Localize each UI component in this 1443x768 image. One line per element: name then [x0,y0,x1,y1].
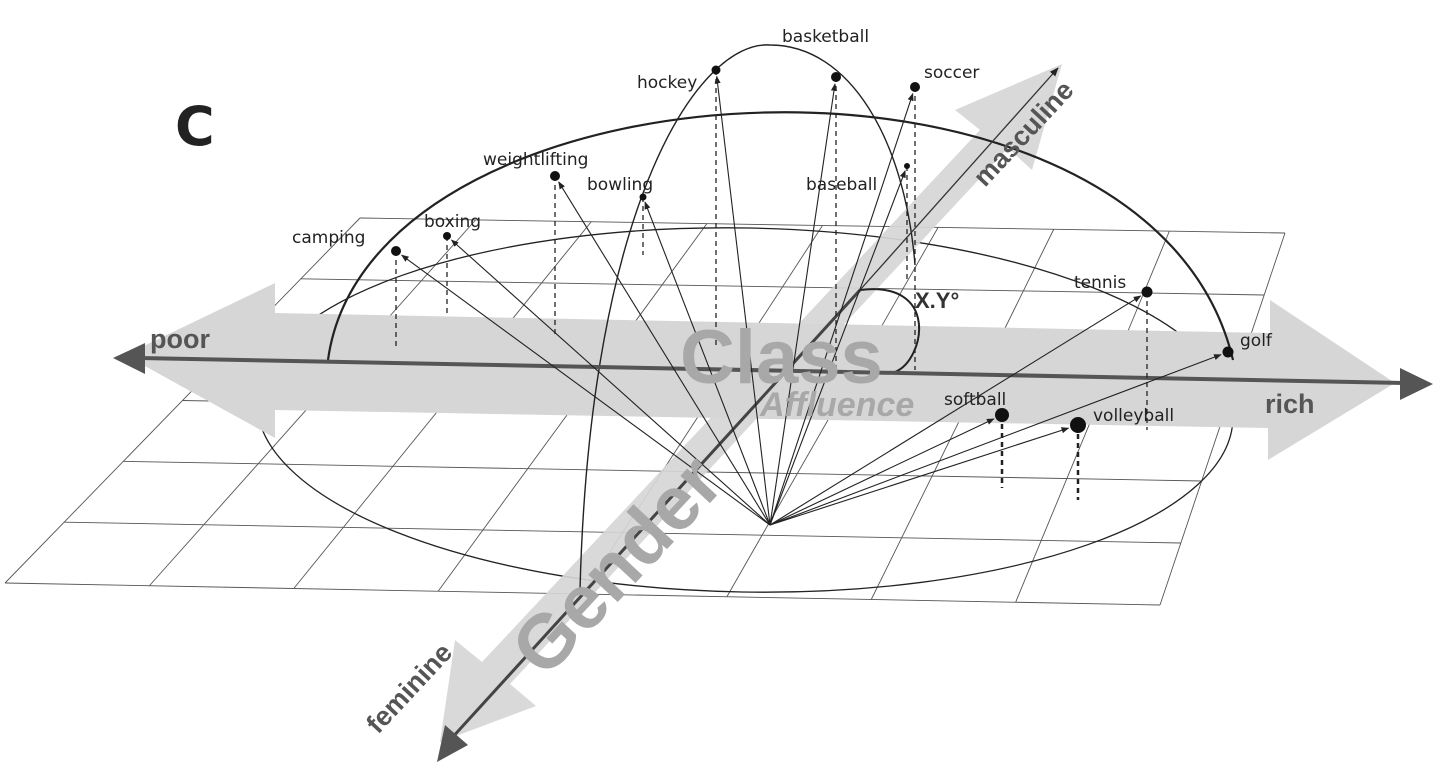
sport-basketball: basketball [769,27,869,526]
vector-arrow [714,75,771,526]
vector-arrow [769,169,906,526]
sport-label: camping [292,228,365,248]
affluence-subtitle: Affluence [759,386,914,424]
sport-label: baseball [806,175,877,195]
class-title: Class [680,315,883,400]
sport-volleyball: volleyball [769,406,1174,526]
vector-arrow [769,83,838,526]
vector-arrow [401,254,771,526]
sport-bowling: bowling [587,175,771,526]
feminine-arrowhead [437,725,468,762]
sport-point [443,232,451,240]
sport-label: boxing [424,212,481,232]
sport-label: tennis [1074,273,1126,293]
sport-label: soccer [924,63,979,83]
rich-arrowhead [1400,368,1433,400]
vector-arrow [769,295,1142,526]
angle-label: X.Y° [915,288,959,313]
panel-label: C [175,95,215,158]
vector-arrow [450,239,771,526]
sport-point [639,193,647,201]
sport-weightlifting: weightlifting [483,150,771,526]
sport-label: volleyball [1093,406,1174,426]
gender-axis-line [448,288,862,742]
sport-boxing: boxing [424,212,771,526]
sport-label: softball [944,390,1006,410]
sport-point [1141,286,1153,298]
gender-title: Gender [495,439,739,692]
sport-point [904,163,910,169]
sport-point [995,408,1009,422]
grid-line [359,217,1286,234]
sport-vectors: basketball hockey soccer weightlifting bowli… [292,27,1273,526]
sport-label: bowling [587,175,653,195]
sport-golf: golf [769,331,1273,526]
sport-camping: camping [292,228,771,526]
sport-soccer: soccer [769,63,979,526]
sport-label: golf [1240,331,1273,351]
dome-arcs [326,44,1235,591]
sport-point [711,65,721,75]
sport-point [391,246,401,256]
vector-arrow [769,92,914,526]
vector-arrow [644,201,771,526]
vector-arrow [558,181,771,526]
poor-label: poor [150,324,210,354]
sport-point [1222,346,1234,358]
sport-point [910,82,920,92]
sport-point [831,72,841,82]
sport-baseball: baseball [769,163,910,526]
sport-hockey: hockey [637,65,771,526]
sport-point [550,171,560,181]
sport-label: basketball [782,27,869,47]
class-axis-line [139,356,1406,385]
gender-axis-upper [859,67,1059,291]
sport-label: weightlifting [483,150,588,170]
rich-label: rich [1265,389,1315,419]
sport-tennis: tennis [769,273,1153,526]
sport-label: hockey [637,73,697,93]
vector-arrow [769,354,1222,526]
sport-softball: softball [769,390,1009,526]
vector-arrow [769,418,995,526]
vector-arrow [769,427,1070,526]
sport-point [1070,417,1086,433]
poor-arrowhead [113,343,145,374]
